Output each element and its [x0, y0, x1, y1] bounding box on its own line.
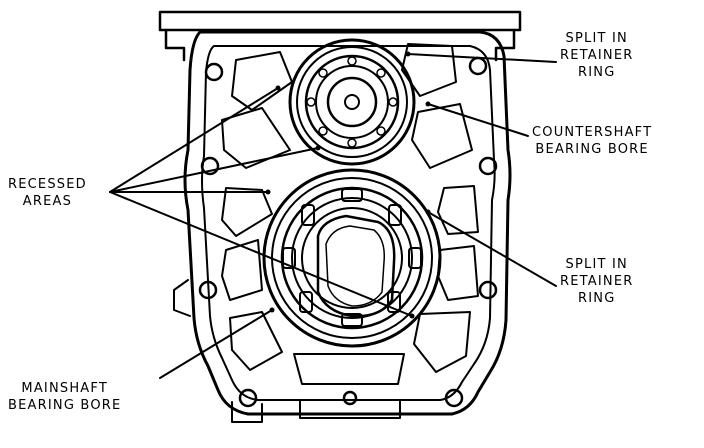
countershaft-bearing [288, 38, 416, 166]
top-flange [158, 10, 522, 62]
label-line: RING [578, 65, 616, 80]
label-line: BEARING BORE [8, 398, 122, 413]
case-outline [183, 30, 512, 416]
leader-lines [109, 53, 557, 379]
label-line: RECESSED [8, 177, 87, 192]
label-line: SPLIT IN [565, 257, 628, 272]
side-ear [173, 279, 191, 317]
label-line: RETAINER [560, 274, 634, 289]
label-split-in-retainer-ring-bottom: SPLIT IN RETAINER RING [560, 256, 633, 307]
label-line: SPLIT IN [565, 31, 628, 46]
label-line: COUNTERSHAFT [532, 125, 653, 140]
label-recessed-areas: RECESSED AREAS [8, 176, 87, 210]
label-split-in-retainer-ring-top: SPLIT IN RETAINER RING [560, 30, 633, 81]
label-mainshaft-bearing-bore: MAINSHAFT BEARING BORE [8, 380, 121, 414]
label-countershaft-bearing-bore: COUNTERSHAFT BEARING BORE [532, 124, 652, 158]
label-line: MAINSHAFT [21, 381, 108, 396]
label-line: RING [578, 291, 616, 306]
label-line: AREAS [22, 194, 73, 209]
mainshaft-bearing [262, 168, 442, 348]
label-line: BEARING BORE [535, 142, 649, 157]
bottom-pad [231, 399, 401, 423]
label-line: RETAINER [560, 48, 634, 63]
leader-ends [265, 51, 431, 319]
